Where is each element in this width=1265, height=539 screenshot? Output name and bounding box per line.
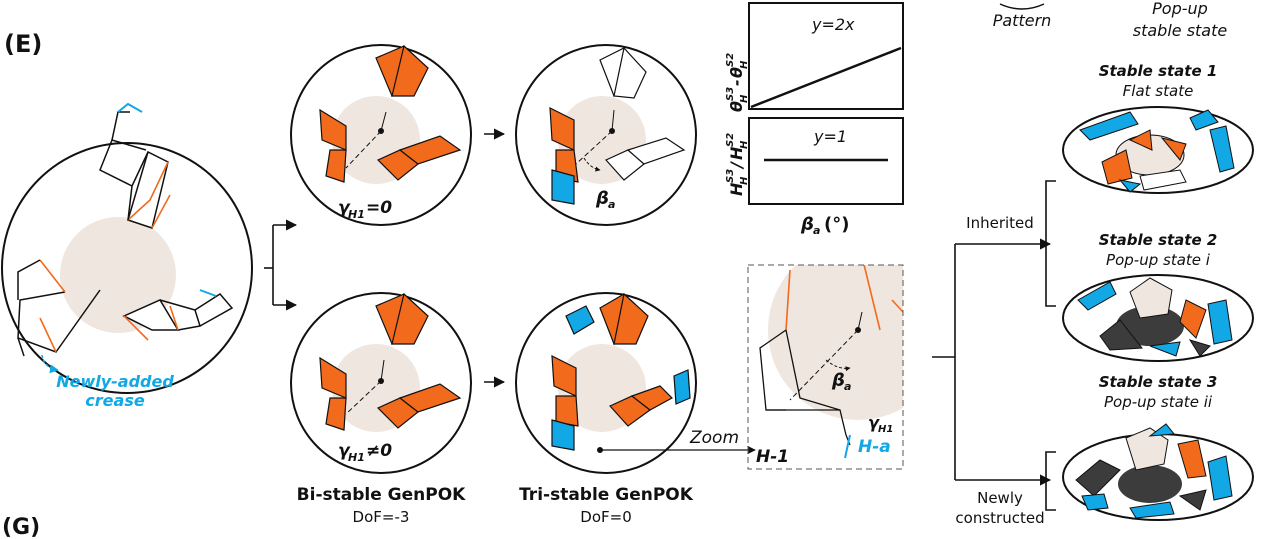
ylabel-h-1-sup: S3	[725, 169, 736, 183]
plot-xlabel-beta: β	[800, 214, 814, 235]
zoom-label: Zoom	[689, 428, 739, 448]
branch-bracket	[264, 219, 298, 311]
branch-newly-line2: constructed	[955, 509, 1044, 527]
state1-title: Stable state 1	[1099, 62, 1218, 80]
header-popup-line2: stable state	[1133, 21, 1228, 40]
gamma-zero-symbol: γ	[338, 198, 351, 218]
state3-figure	[1062, 423, 1254, 521]
state2-title: Stable state 2	[1099, 231, 1218, 249]
zoom-ha-label: H-a	[858, 437, 891, 457]
newly-added-crease-label-1: Newly-added	[56, 372, 174, 391]
plot-height	[748, 117, 904, 205]
mechanism-beta	[515, 44, 697, 226]
base-pattern	[1, 102, 253, 394]
plot-height-ylabel: H H S3 / H H S2	[725, 133, 750, 196]
state1-figure	[1062, 106, 1254, 194]
state3-title: Stable state 3	[1099, 373, 1218, 391]
mechanism-gamma-zero	[290, 44, 472, 226]
zoom-gamma-subscript: H1	[878, 424, 893, 435]
zoom-inset	[747, 264, 904, 470]
plot-height-equation: y=1	[813, 127, 847, 146]
bistable-title: Bi-stable GenPOK	[297, 485, 466, 505]
ylabel-h-1-sub: H	[739, 176, 750, 185]
ylabel-theta-1-sup: S3	[725, 87, 736, 101]
branch-inherited: Inherited	[966, 214, 1034, 232]
mechanism-tristable	[515, 292, 697, 474]
plot-theta-equation: y=2x	[811, 15, 855, 34]
zoom-gamma-symbol: γ	[868, 413, 880, 432]
bistable-dof: DoF=-3	[353, 508, 410, 526]
gamma-zero-subscript: H1	[348, 208, 365, 221]
plot-xlabel-unit: (°)	[824, 214, 849, 235]
plot-theta	[748, 2, 904, 110]
tristable-title: Tri-stable GenPOK	[519, 485, 694, 505]
ylabel-h-2-sup: S2	[725, 133, 736, 147]
state1-subtitle: Flat state	[1123, 82, 1194, 100]
ylabel-h-slash: /	[727, 161, 746, 170]
panel-label-e: (E)	[4, 30, 42, 58]
ylabel-theta-2-sup: S2	[725, 53, 736, 67]
plot-theta-ylabel: θ H S3 - θ H S2	[725, 53, 750, 112]
gamma-zero-value: =0	[366, 198, 392, 218]
beta-label-c-symbol: β	[595, 188, 609, 209]
panel-label-g: (G)	[2, 515, 40, 539]
newly-added-crease-label-2: crease	[85, 391, 145, 410]
ylabel-theta-minus: -	[727, 79, 746, 86]
ylabel-h-1: H	[727, 182, 746, 196]
branch-newly-line1: Newly	[977, 489, 1023, 507]
ylabel-theta-2-sub: H	[739, 60, 750, 69]
mechanism-gamma-nonzero	[290, 292, 472, 474]
gamma-nonzero-symbol: γ	[338, 441, 351, 461]
ylabel-theta-1-sub: H	[739, 94, 750, 103]
state2-figure	[1062, 274, 1254, 362]
state-branching	[932, 180, 1056, 511]
tristable-dof: DoF=0	[580, 508, 631, 526]
ylabel-theta-1: θ	[727, 101, 746, 112]
plot-theta-line	[750, 46, 902, 109]
ylabel-theta-2: θ	[727, 67, 746, 78]
zoom-beta-subscript: a	[844, 380, 851, 393]
zoom-beta-symbol: β	[831, 370, 845, 391]
plot-xlabel-sub: a	[813, 224, 820, 237]
state2-subtitle: Pop-up state i	[1106, 251, 1211, 269]
header-popup-line1: Pop-up	[1152, 0, 1208, 18]
ylabel-h-2: H	[727, 146, 746, 160]
header-pattern: Pattern	[993, 11, 1052, 30]
pattern-ellipse-fragment	[999, 3, 1045, 10]
beta-label-c-subscript: a	[608, 198, 615, 211]
gamma-nonzero-value: ≠0	[366, 441, 392, 461]
zoom-h1-label: H-1	[756, 447, 789, 467]
ylabel-h-2-sub: H	[739, 140, 750, 149]
gamma-nonzero-subscript: H1	[348, 451, 365, 464]
state3-subtitle: Pop-up state ii	[1104, 393, 1213, 411]
